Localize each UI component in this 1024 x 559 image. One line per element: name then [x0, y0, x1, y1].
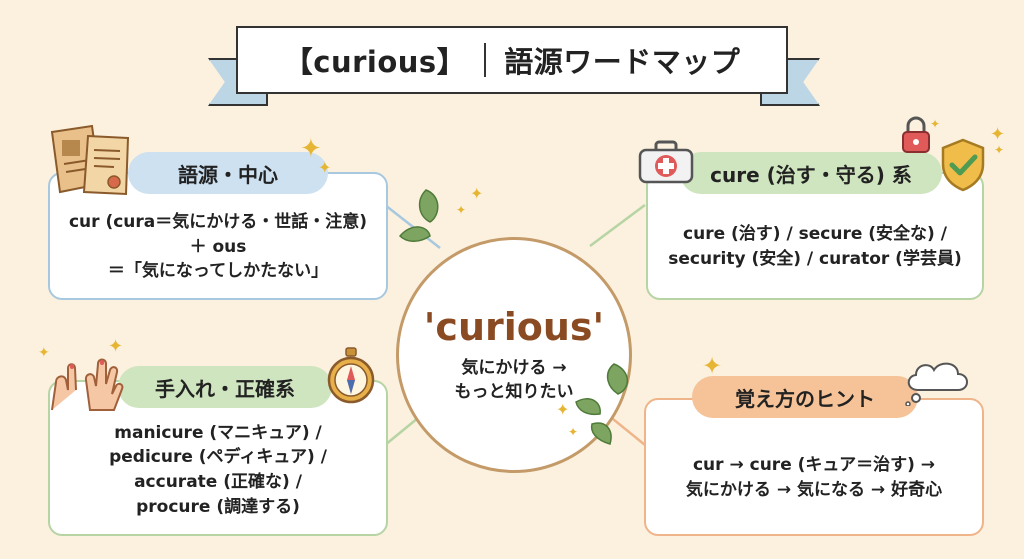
- title-banner: 【curious】 語源ワードマップ: [236, 26, 788, 94]
- sparkle-icon: ✦: [556, 400, 570, 419]
- title-label: 語源ワードマップ: [504, 45, 741, 79]
- sparkle-icon: ✦: [108, 336, 124, 357]
- title-word: 【curious】: [283, 45, 467, 79]
- sparkle-icon: ✦: [456, 203, 467, 217]
- scroll-document-icon: [50, 124, 130, 196]
- etymology-line-3: ＝「気になってしかたない」: [107, 261, 329, 282]
- thought-bubble-icon: [905, 362, 968, 406]
- etymology-line-1: cur (cura＝気にかける・世話・注意): [68, 212, 368, 233]
- cure-line-2: security (安全) / curator (学芸員): [668, 249, 962, 269]
- center-line-1: 気にかける →: [461, 358, 567, 379]
- center-circle: 'curious' 気にかける → もっと知りたい: [396, 237, 632, 473]
- sparkle-icon: ✦: [300, 134, 322, 164]
- care-line-2: pedicure (ペディキュア) /: [109, 447, 327, 468]
- leaf-icon: [575, 363, 628, 445]
- cure-line-1: cure (治す) / secure (安全な) /: [683, 224, 947, 245]
- cure-heading: cure (治す・守る) 系: [680, 152, 942, 194]
- sparkle-icon: ✦: [568, 425, 579, 439]
- center-line-2: もっと知りたい: [454, 382, 574, 402]
- title-separator: [484, 43, 487, 77]
- care-line-1: manicure (マニキュア) /: [114, 422, 322, 443]
- hint-line-1: cur → cure (キュア＝治す) →: [692, 455, 936, 476]
- sparkle-icon: ✦: [990, 124, 1006, 145]
- sparkle-icon: ✦: [994, 143, 1005, 157]
- sparkle-icon: ✦: [930, 117, 941, 131]
- compass-icon: [327, 347, 375, 404]
- sparkle-icon: ✦: [318, 158, 332, 177]
- shield-check-icon: [941, 138, 985, 192]
- hint-panel: cur → cure (キュア＝治す) → 気にかける → 気になる → 好奇心: [644, 398, 984, 536]
- sparkle-icon: ✦: [702, 352, 723, 380]
- hint-line-2: 気にかける → 気になる → 好奇心: [685, 480, 943, 500]
- etymology-line-2: ＋ ous: [189, 236, 247, 257]
- leaf-icon: [398, 189, 439, 242]
- padlock-icon: [902, 116, 930, 153]
- center-word: 'curious': [423, 305, 605, 350]
- etymology-heading: 語源・中心: [128, 152, 328, 194]
- care-line-4: procure (調達する): [136, 496, 300, 517]
- first-aid-kit-icon: [638, 140, 694, 184]
- care-line-3: accurate (正確な) /: [134, 472, 302, 492]
- sparkle-icon: ✦: [38, 345, 50, 361]
- hint-heading: 覚え方のヒント: [692, 376, 918, 418]
- care-heading: 手入れ・正確系: [118, 366, 332, 408]
- sparkle-icon: ✦: [470, 184, 484, 203]
- hands-icon: [51, 358, 124, 411]
